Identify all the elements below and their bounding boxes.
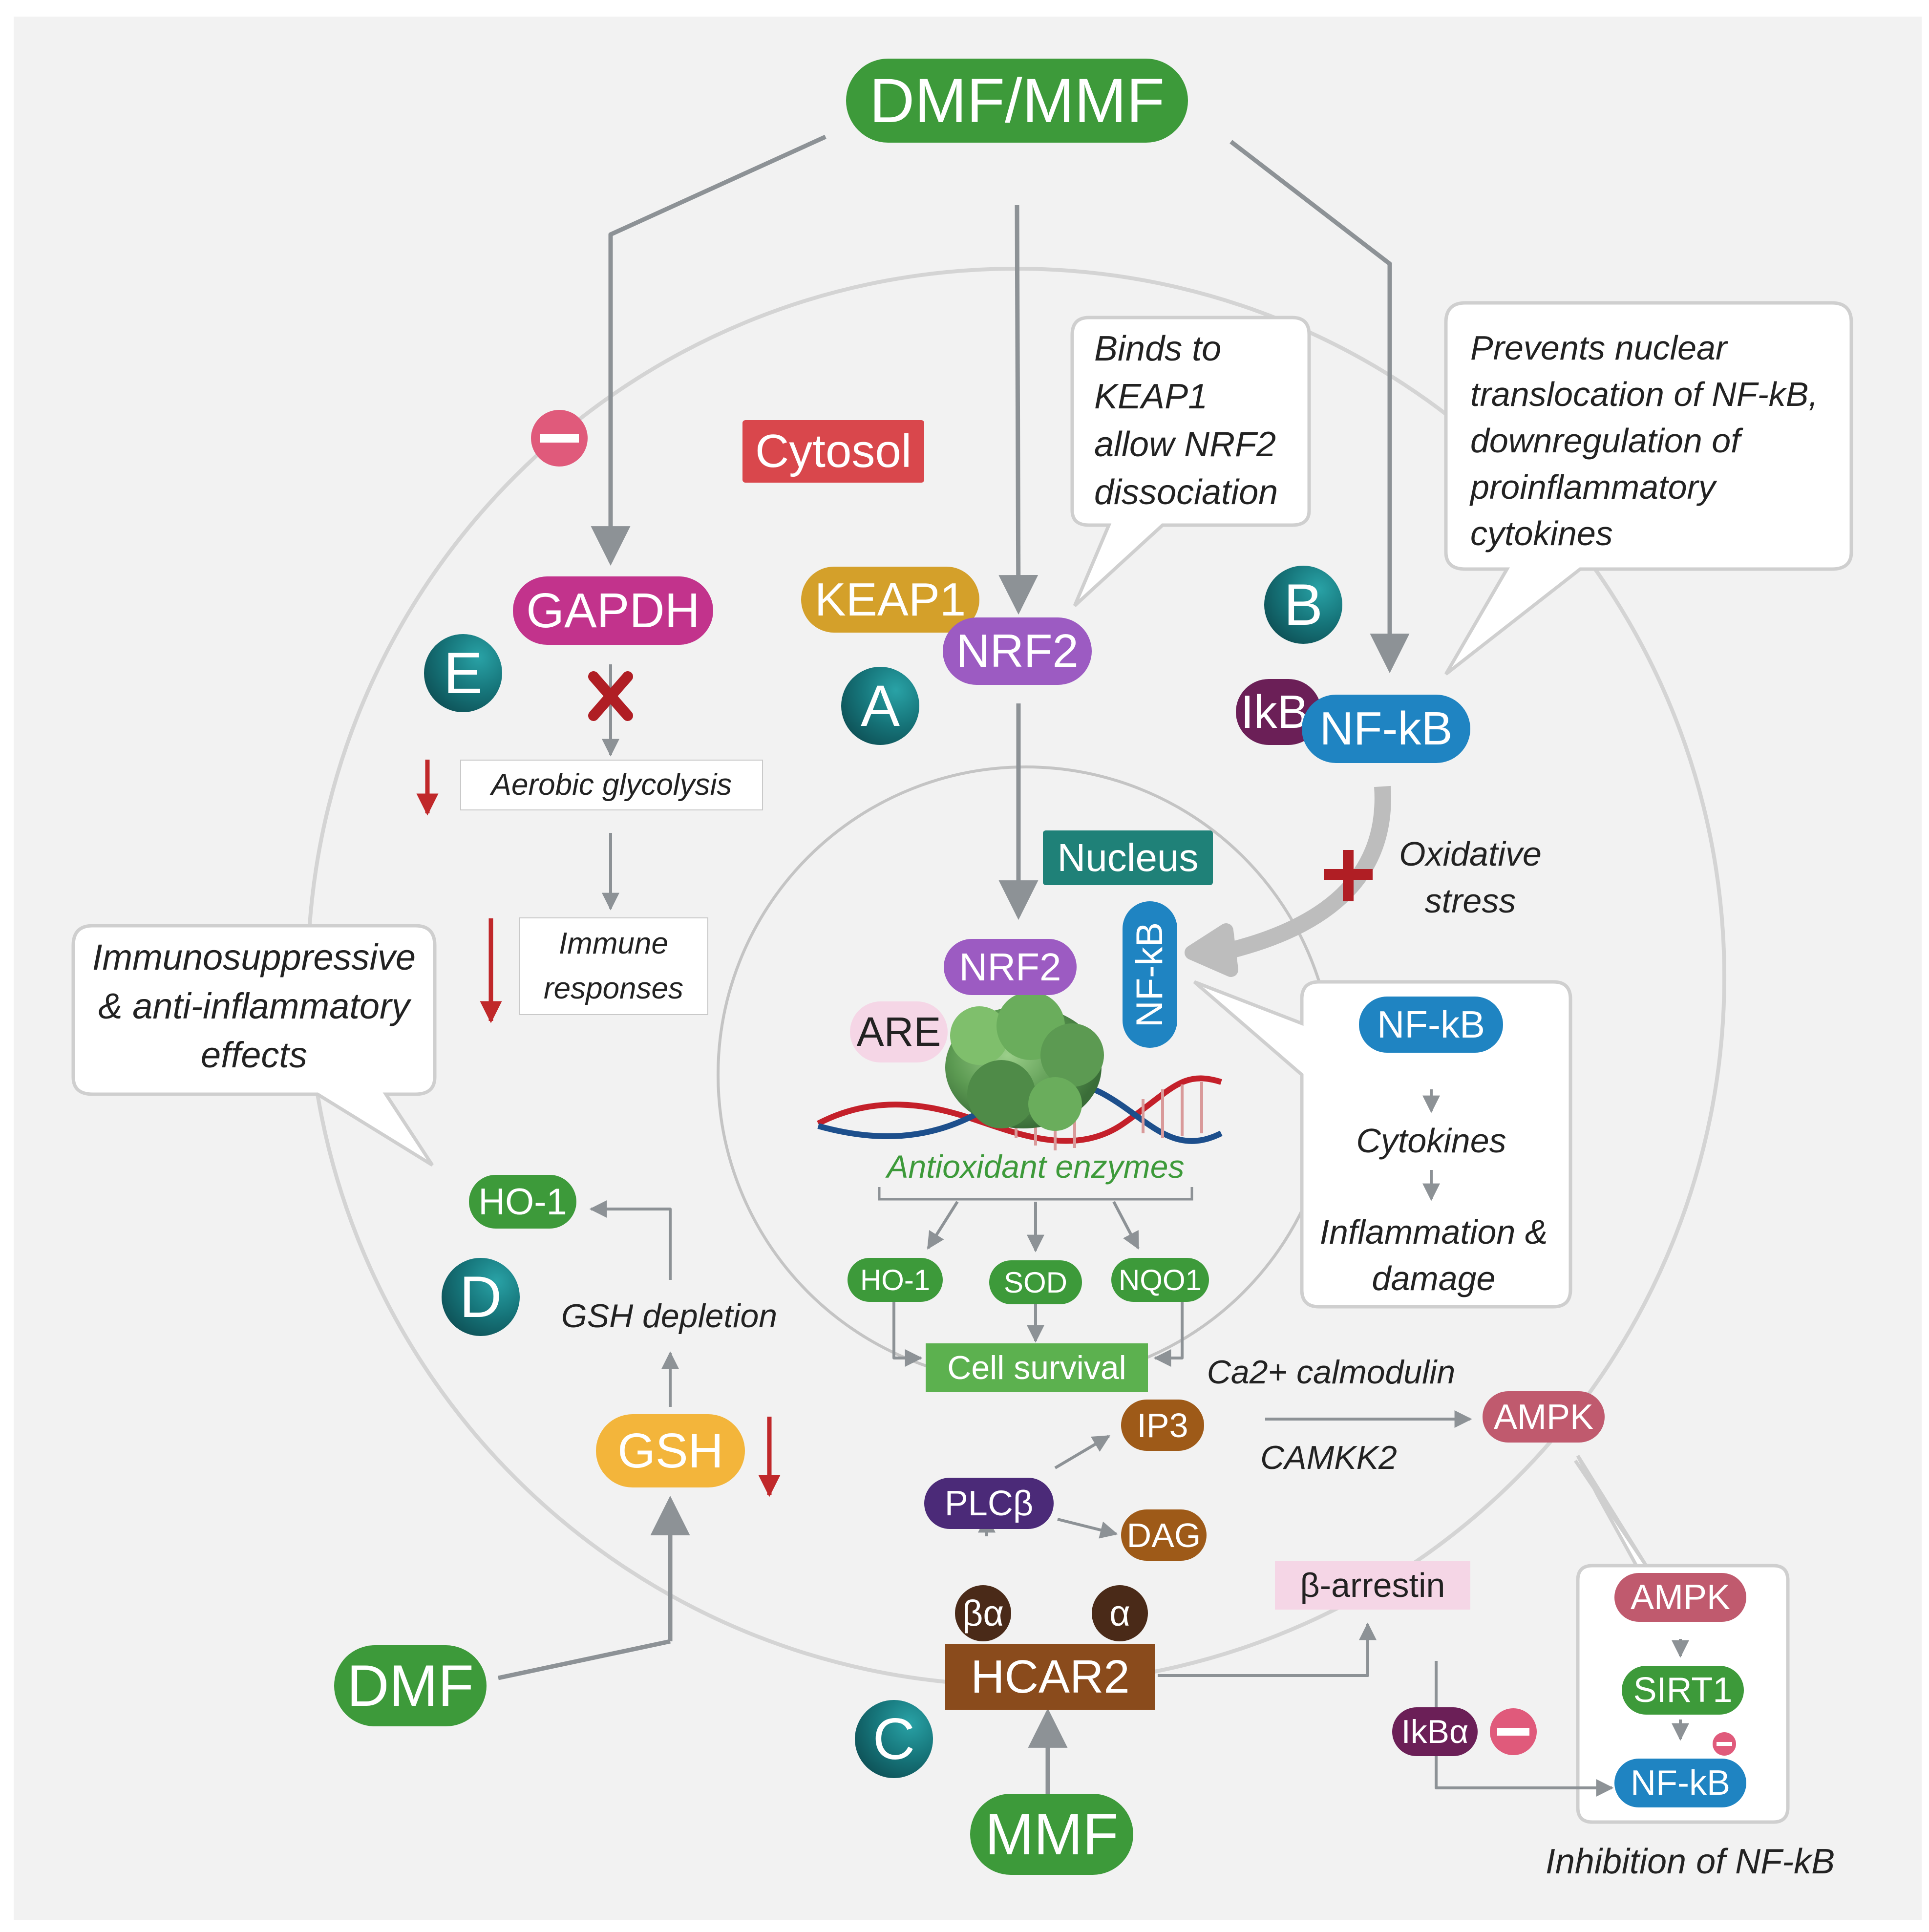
- arrow-enzymes-to-ho1: [927, 1201, 959, 1250]
- aerobic-glycolysis-box: Aerobic glycolysis: [460, 760, 763, 810]
- mmf-node: MMF: [970, 1794, 1133, 1875]
- inhibition-nfkb-node: NF-kB: [1614, 1759, 1746, 1807]
- beta-alpha-subunit: βα: [955, 1585, 1011, 1641]
- minus-icon: [531, 410, 588, 467]
- callout-line: downregulation of: [1470, 422, 1740, 460]
- protein-icon: [945, 992, 1104, 1131]
- nfkb-nucleus-label: NF-kB: [1129, 922, 1171, 1027]
- immuno-callout-text: Immunosuppressive & anti-inflammatory ef…: [76, 933, 432, 1080]
- label-line: damage: [1372, 1259, 1496, 1297]
- callout-line: Prevents nuclear: [1470, 329, 1727, 367]
- gsh-node: GSH: [596, 1414, 745, 1487]
- plcb-node: PLCβ: [924, 1478, 1054, 1529]
- dag-node: DAG: [1121, 1509, 1207, 1561]
- sod-enzyme-node: SOD: [989, 1260, 1082, 1304]
- arrow-dmf-to-gapdh: [591, 134, 827, 566]
- arrow-ikba-to-nfkb: [1435, 1661, 1614, 1797]
- pathway-b-marker: B: [1264, 566, 1342, 644]
- inflammation-label: Inflammation & damage: [1307, 1209, 1561, 1302]
- keap1-callout-text: Binds to KEAP1 allow NRF2 dissociation: [1094, 325, 1278, 516]
- oxidative-stress-label: Oxidative stress: [1385, 830, 1556, 924]
- cell-survival-node: Cell survival: [926, 1343, 1148, 1392]
- nfkb-cascade-box: [1193, 980, 1572, 1309]
- enzymes-bracket: [878, 1187, 1193, 1201]
- callout-line: & anti-inflammatory: [98, 986, 410, 1026]
- cascade-nfkb-node: NF-kB: [1359, 997, 1503, 1053]
- immune-responses-line: responses: [543, 972, 684, 1005]
- callout-line: KEAP1: [1094, 377, 1208, 416]
- immuno-callout-bubble: [71, 924, 437, 1167]
- callout-line: proinflammatory: [1470, 468, 1716, 506]
- ip3-node: IP3: [1121, 1400, 1204, 1451]
- minus-icon: [1490, 1708, 1537, 1755]
- nrf2-node: NRF2: [943, 617, 1092, 685]
- dmf-node: DMF: [334, 1645, 487, 1726]
- dmf-mmf-node: DMF/MMF: [846, 59, 1188, 143]
- nrf2-nucleus-node: NRF2: [944, 939, 1077, 995]
- arrow-dmf-to-nrf2: [998, 205, 1039, 615]
- inhibition-ampk-node: AMPK: [1614, 1573, 1746, 1622]
- pathway-d-marker: D: [442, 1258, 520, 1336]
- nfkb-node: NF-kB: [1302, 695, 1470, 763]
- camkk2-label: CAMKK2: [1260, 1439, 1397, 1476]
- callout-line: allow NRF2: [1094, 425, 1276, 464]
- arrow-depletion-to-ho1: [589, 1200, 672, 1280]
- callout-line: Immunosuppressive: [92, 937, 416, 977]
- keap1-node: KEAP1: [801, 567, 979, 633]
- label-line: stress: [1424, 882, 1516, 920]
- nucleus-label: Nucleus: [1043, 830, 1213, 885]
- gapdh-node: GAPDH: [513, 576, 713, 645]
- callout-line: Binds to: [1094, 329, 1222, 368]
- arrow-plcb-to-ip3: [1054, 1435, 1111, 1469]
- arrow-dmf-to-nfkb: [1229, 140, 1410, 674]
- arrow-nqo1-to-survival: [1153, 1302, 1184, 1367]
- ho1-node: HO-1: [469, 1175, 576, 1229]
- pathway-a-marker: A: [841, 667, 919, 745]
- inhibition-of-nfkb-label: Inhibition of NF-kB: [1545, 1842, 1835, 1881]
- ampk-node: AMPK: [1483, 1391, 1605, 1443]
- callout-line: translocation of NF-kB,: [1470, 375, 1818, 413]
- pathway-c-marker: C: [855, 1700, 933, 1778]
- gsh-depletion-label: GSH depletion: [561, 1297, 778, 1335]
- label-line: Inflammation &: [1319, 1213, 1548, 1251]
- hcar2-node: HCAR2: [945, 1644, 1155, 1710]
- pathway-e-marker: E: [424, 634, 502, 712]
- line-dmf-to-gsh: [498, 1639, 671, 1680]
- ho1-enzyme-node: HO-1: [848, 1258, 943, 1302]
- arrow-ho1-to-survival: [892, 1302, 923, 1367]
- keap1-callout-bubble: [1070, 316, 1311, 607]
- are-node: ARE: [850, 1001, 948, 1062]
- translocation-arrowhead: [1185, 923, 1238, 977]
- x-mark-icon: [588, 671, 633, 721]
- nfkb-callout-bubble: [1444, 301, 1853, 676]
- beta-arrestin-node: β-arrestin: [1275, 1561, 1470, 1610]
- arrow-hcar2-to-arrestin: [1158, 1622, 1377, 1677]
- immune-responses-line: Immune: [559, 927, 668, 960]
- alpha-subunit: α: [1092, 1585, 1148, 1641]
- label-line: Oxidative: [1399, 835, 1542, 873]
- immune-responses-box: Immune responses: [519, 917, 708, 1015]
- callout-line: cytokines: [1470, 514, 1613, 552]
- nqo1-enzyme-node: NQO1: [1111, 1258, 1209, 1302]
- arrow-enzymes-to-nqo1: [1112, 1201, 1140, 1250]
- nfkb-callout-text: Prevents nuclear translocation of NF-kB,…: [1470, 325, 1818, 557]
- callout-line: effects: [201, 1035, 307, 1075]
- antioxidant-enzymes-label: Antioxidant enzymes: [887, 1148, 1185, 1185]
- callout-line: dissociation: [1094, 473, 1278, 512]
- minus-icon: [1713, 1732, 1736, 1756]
- arrow-plcb-to-dag: [1057, 1518, 1118, 1539]
- inhibition-box: [1576, 1455, 1790, 1824]
- cytosol-label: Cytosol: [742, 420, 924, 483]
- inhibition-box-pointer: [1574, 1460, 1648, 1567]
- nfkb-nucleus-node: NF-kB: [1123, 901, 1177, 1048]
- ca-calmodulin-label: Ca2+ calmodulin: [1207, 1354, 1456, 1391]
- plus-icon: [1324, 850, 1373, 901]
- ikba-node: IkBα: [1392, 1707, 1478, 1756]
- sirt1-node: SIRT1: [1622, 1666, 1744, 1715]
- cytokines-label: Cytokines: [1356, 1122, 1506, 1160]
